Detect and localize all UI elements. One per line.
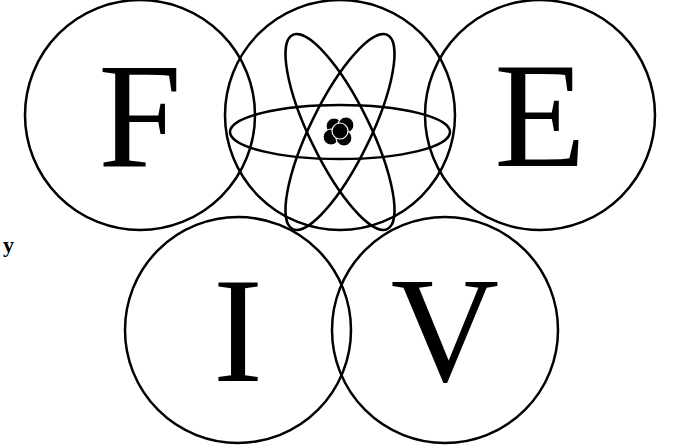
letter: E [494,40,586,190]
letter: I [213,255,263,405]
orbit [266,22,415,242]
orbit [266,22,415,242]
letter-circle: V [332,217,558,443]
fragment-label: y [3,234,14,256]
letter-circle: I [125,217,351,443]
circle-outline [125,217,351,443]
letter-circle: F [25,0,255,230]
letter: V [391,255,499,405]
circle-outline [425,0,655,230]
letter: F [98,40,181,190]
orbit [230,105,450,159]
nucleus [323,117,354,146]
atom-ring [225,0,455,230]
letter-circle: E [425,0,655,230]
circle-outline [332,217,558,443]
circle-outline [25,0,255,230]
